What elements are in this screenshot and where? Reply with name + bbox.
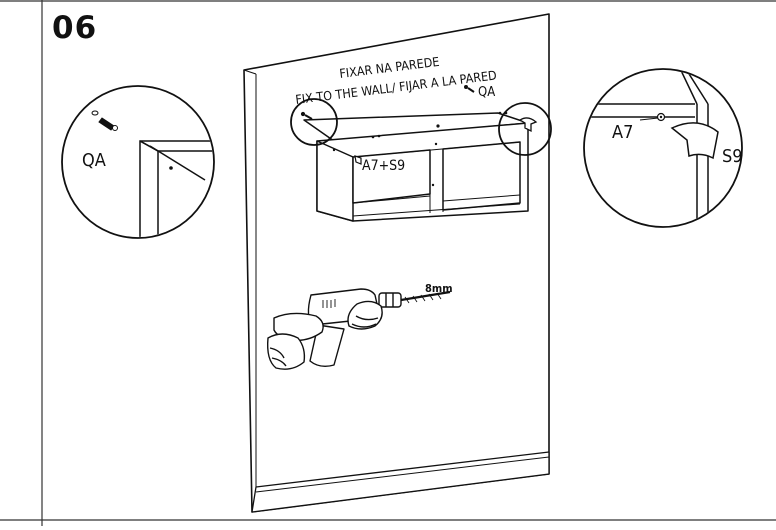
detail-callout-right-ring: [498, 102, 552, 156]
bracket-arrow-icon: [518, 117, 538, 133]
bracket-icon: [354, 155, 362, 165]
bracket-screw-label: A7+S9: [362, 158, 405, 174]
wall-plug-detail-icon: [91, 110, 118, 131]
detail-callout-left-ring: [290, 98, 338, 146]
screw-plug-icon: [300, 111, 313, 120]
bracket-detail-a-label: A7: [612, 122, 633, 143]
drill-bit-size-label: 8mm: [425, 282, 453, 295]
wall-plug-label: QA: [478, 85, 495, 100]
wall-plug-icon: [464, 85, 475, 93]
detail-circle-left: [61, 85, 215, 239]
power-drill-icon: [266, 288, 451, 370]
detail-circle-right: [583, 68, 743, 228]
wall-plug-detail-label: QA: [82, 150, 106, 171]
wall-cabinet: [303, 112, 529, 222]
bracket-detail-icon: [670, 122, 719, 160]
bracket-detail-s-label: S9: [722, 146, 743, 167]
step-number: 06: [52, 10, 98, 46]
